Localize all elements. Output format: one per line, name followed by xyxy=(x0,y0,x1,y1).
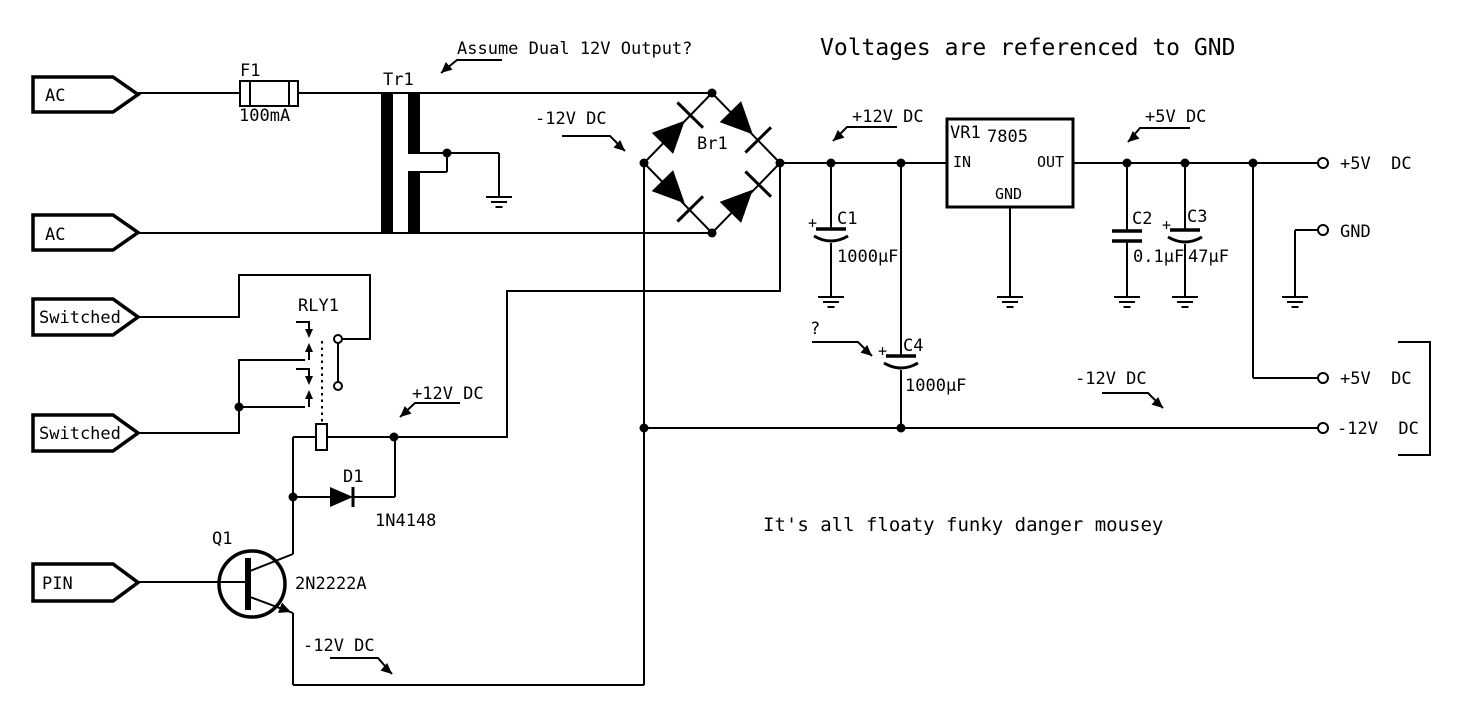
transistor-q1-symbol xyxy=(217,549,291,619)
wire-q1-collector xyxy=(249,553,294,572)
c2-ref: C2 xyxy=(1132,209,1152,229)
q1-ref: Q1 xyxy=(212,529,232,549)
connector-switched1-label: Switched xyxy=(39,308,121,328)
transformer-ref: Tr1 xyxy=(383,70,414,90)
c3-polarity: + xyxy=(1162,216,1171,234)
connector-switched1 xyxy=(31,297,141,337)
c1-ref: C1 xyxy=(837,209,857,229)
connector-ac2-label: AC xyxy=(45,225,65,245)
c4-value: 1000µF xyxy=(905,376,966,396)
connector-switched2 xyxy=(31,413,141,453)
capacitor-c4-symbol xyxy=(883,354,919,370)
note-bottom: It's all floaty funky danger mousey xyxy=(763,514,1163,536)
ground-symbols xyxy=(486,196,1308,308)
note-top: Voltages are referenced to GND xyxy=(820,35,1235,61)
q1-value: 2N2222A xyxy=(295,574,367,594)
annotation-leader-lines xyxy=(330,59,1190,675)
relay-ref: RLY1 xyxy=(298,296,339,316)
c4-polarity: + xyxy=(878,342,887,360)
c2-value: 0.1µF xyxy=(1133,247,1184,267)
vr1-pin-in: IN xyxy=(953,153,971,171)
output-gnd-label: GND xyxy=(1340,222,1371,242)
fuse-ref: F1 xyxy=(240,61,260,81)
relay-rly1-symbol xyxy=(296,321,343,451)
relay-pole-1 xyxy=(333,334,343,344)
c4-ref: C4 xyxy=(903,336,923,356)
vr1-ref: VR1 xyxy=(950,123,981,143)
connector-pin xyxy=(31,562,141,603)
output-plus5-mid-label: +5V DC xyxy=(1340,369,1412,389)
c3-ref: C3 xyxy=(1187,207,1207,227)
fuse-f1-symbol xyxy=(239,80,299,107)
connector-ac1-label: AC xyxy=(45,86,65,106)
wire-center-tap xyxy=(420,152,500,197)
connector-ac1 xyxy=(31,75,142,114)
terminal-gnd xyxy=(1317,224,1329,236)
terminal-plus5-top xyxy=(1317,157,1329,169)
transformer-tr1-symbol xyxy=(381,92,420,234)
connector-pin-label: PIN xyxy=(42,574,73,594)
d1-value: 1N4148 xyxy=(375,511,436,531)
diode-d1-symbol xyxy=(330,487,355,507)
note-assume: Assume Dual 12V Output? xyxy=(457,39,692,59)
connector-ac2 xyxy=(31,213,142,252)
bridge-diamond xyxy=(642,91,782,235)
c1-polarity: + xyxy=(808,214,817,232)
net-label-minus12-mid: -12V DC xyxy=(1075,369,1147,389)
c1-value: 1000µF xyxy=(837,247,898,267)
terminal-plus5-mid xyxy=(1317,372,1329,384)
wire-minus12-net xyxy=(292,163,1318,686)
output-minus12-label: -12V DC xyxy=(1337,419,1419,439)
relay-pole-2 xyxy=(333,381,343,391)
net-label-minus12-emitter: -12V DC xyxy=(303,636,375,656)
c3-value: 47µF xyxy=(1188,247,1229,267)
net-label-plus12-relay: +12V DC xyxy=(412,384,484,404)
capacitor-c3-symbol xyxy=(1167,228,1203,244)
capacitor-c2-symbol xyxy=(1112,229,1142,243)
net-label-plus5-c2: +5V DC xyxy=(1145,107,1206,127)
vr1-pin-out: OUT xyxy=(1037,153,1064,171)
terminal-minus12 xyxy=(1317,422,1329,434)
net-label-minus12-bridge: -12V DC xyxy=(535,109,607,129)
bridge-ref: Br1 xyxy=(697,134,728,154)
fuse-value: 100mA xyxy=(239,106,290,126)
d1-ref: D1 xyxy=(343,467,363,487)
junction-dots xyxy=(234,88,1258,502)
note-question: ? xyxy=(810,319,820,339)
wire-plus5-net xyxy=(1009,162,1318,379)
output-plus5-top-label: +5V DC xyxy=(1340,154,1412,174)
capacitor-c1-symbol xyxy=(813,227,849,243)
net-label-plus12-c1: +12V DC xyxy=(852,107,924,127)
bridge-diode-triangles xyxy=(651,101,753,223)
vr1-value: 7805 xyxy=(987,127,1028,147)
output-bracket xyxy=(1398,341,1431,456)
regulator-vr1-body xyxy=(945,117,1075,209)
wire-relay-contacts xyxy=(138,274,371,434)
bridge-diode-cathode-bars xyxy=(676,101,773,223)
vr1-pin-gnd: GND xyxy=(995,185,1022,203)
connector-switched2-label: Switched xyxy=(39,424,121,444)
relay-coil xyxy=(315,423,328,451)
